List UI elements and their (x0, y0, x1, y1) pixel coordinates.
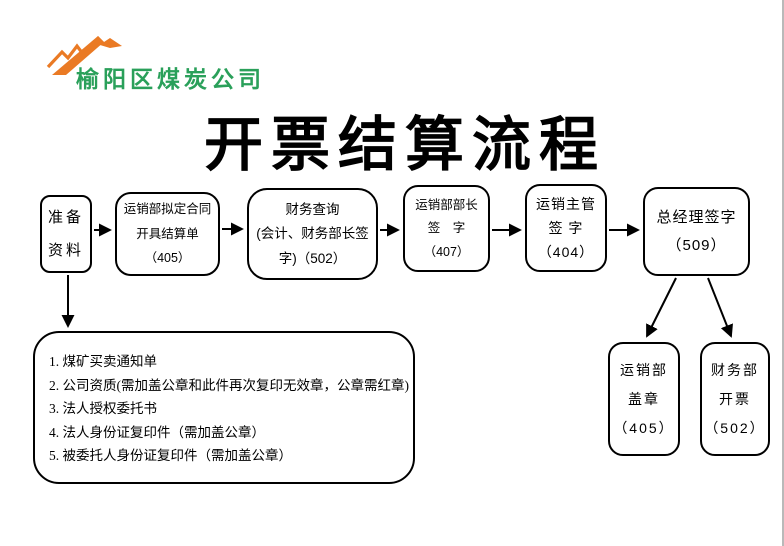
arrow-gm-to-dept-seal (646, 277, 677, 338)
materials-list-item: 5. 被委托人身份证复印件（需加盖公章） (49, 448, 292, 464)
box-text-line: 字)（502） (278, 250, 347, 266)
flow-box-contract-settlement: 运销部拟定合同 开具结算单 （405） (115, 192, 220, 276)
box-text-line: （502） (704, 420, 766, 436)
box-text-line: 准备 (47, 209, 84, 226)
mountain-logo-icon (46, 36, 122, 75)
flow-box-supervisor-signature: 运销主管 签 字 （404） (525, 184, 607, 272)
box-text-line: （405） (144, 251, 191, 266)
company-logo: 榆阳区煤炭公司 (44, 33, 284, 93)
box-text-line: 开具结算单 (136, 226, 199, 241)
box-text-line: 盖章 (628, 391, 660, 407)
flow-box-gm-signature: 总经理签字 （509） (643, 187, 750, 276)
box-text-line: 运销主管 (536, 196, 596, 212)
flow-box-finance-check: 财务查询 (会计、财务部长签 字)（502） (247, 188, 378, 280)
box-text-line: 运销部部长 (415, 197, 478, 212)
flow-box-minister-signature: 运销部部长 签 字 （407） (403, 185, 490, 272)
box-text-line: （509） (666, 237, 727, 254)
materials-list-item: 2. 公司资质(需加盖公章和此件再次复印无效章，公章需红章) (49, 377, 409, 393)
box-text-line: 签 字 (427, 221, 466, 236)
box-text-line: 资料 (47, 242, 84, 259)
box-text-line: 财务查询 (285, 201, 340, 217)
box-text-line: 运销部拟定合同 (123, 202, 212, 217)
box-text-line: 签 字 (548, 220, 584, 236)
page-title: 开票结算流程 (203, 110, 606, 179)
arrow-gm-to-finance-invoice (707, 277, 733, 338)
box-text-line: （407） (423, 244, 470, 259)
materials-list-item: 4. 法人身份证复印件（需加盖公章） (49, 424, 265, 440)
box-text-line: 总经理签字 (656, 209, 737, 226)
flow-box-prepare: 准备 资料 (40, 195, 92, 273)
box-text-line: 开票 (719, 391, 751, 407)
materials-list-box: 1. 煤矿买卖通知单 2. 公司资质(需加盖公章和此件再次复印无效章，公章需红章… (33, 331, 415, 484)
materials-list-item: 3. 法人授权委托书 (49, 401, 157, 417)
box-text-line: （405） (613, 420, 675, 436)
box-text-line: 财务部 (711, 362, 759, 378)
box-text-line: （404） (537, 244, 595, 260)
box-text-line: (会计、财务部长签 (256, 226, 369, 242)
company-name: 榆阳区煤炭公司 (76, 66, 265, 92)
flow-box-finance-invoice: 财务部 开票 （502） (700, 342, 770, 456)
box-text-line: 运销部 (620, 362, 668, 378)
flow-box-dept-seal: 运销部 盖章 （405） (608, 342, 680, 456)
materials-list-item: 1. 煤矿买卖通知单 (49, 354, 157, 369)
